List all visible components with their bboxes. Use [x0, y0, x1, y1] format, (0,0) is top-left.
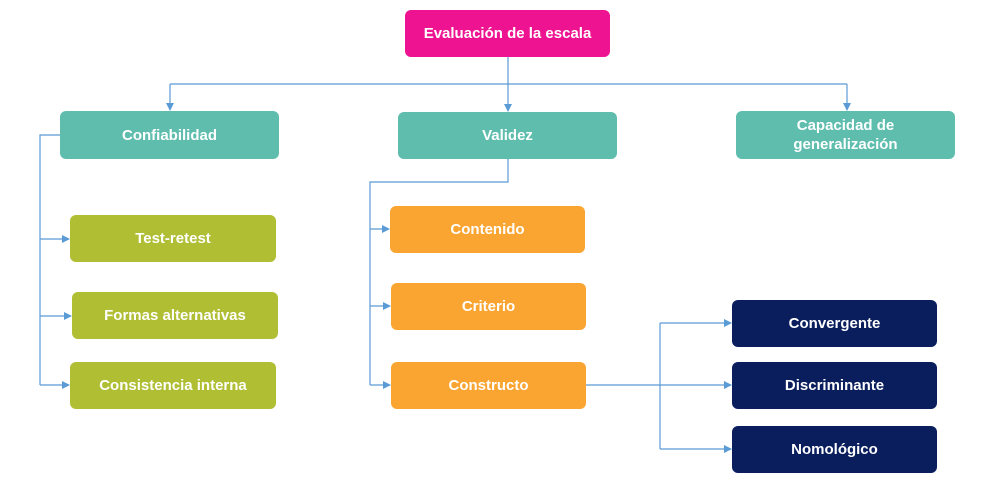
- nomologico-label: Nomológico: [791, 441, 878, 458]
- test-retest-node: Test-retest: [70, 215, 276, 262]
- constructo-label: Constructo: [448, 377, 529, 394]
- confiabilidad-label: Confiabilidad: [122, 126, 217, 144]
- formas-alternativas-node: Formas alternativas: [72, 292, 278, 339]
- nomologico-node: Nomológico: [732, 426, 937, 473]
- constructo-node: Constructo: [391, 362, 586, 409]
- generalizacion-node: Capacidad de generalización: [736, 111, 955, 159]
- discriminante-label: Discriminante: [784, 377, 885, 394]
- criterio-label: Criterio: [461, 298, 516, 315]
- validez-node: Validez: [398, 112, 617, 159]
- contenido-node: Contenido: [390, 206, 585, 253]
- convergente-label: Convergente: [788, 315, 881, 332]
- contenido-label: Contenido: [450, 221, 525, 238]
- connector-confiabilidad-trunk: [39, 134, 60, 385]
- convergente-node: Convergente: [732, 300, 937, 347]
- connector-validez-trunk: [369, 158, 509, 385]
- discriminante-node: Discriminante: [732, 362, 937, 409]
- confiabilidad-node: Confiabilidad: [60, 111, 279, 159]
- root-label: Evaluación de la escala: [423, 25, 592, 42]
- test-retest-label: Test-retest: [135, 230, 211, 247]
- criterio-node: Criterio: [391, 283, 586, 330]
- generalizacion-label: Capacidad de generalización: [793, 117, 898, 153]
- root-node: Evaluación de la escala: [405, 10, 610, 57]
- consistencia-interna-node: Consistencia interna: [70, 362, 276, 409]
- consistencia-interna-label: Consistencia interna: [99, 377, 247, 394]
- validez-label: Validez: [482, 127, 533, 144]
- formas-alternativas-label: Formas alternativas: [104, 307, 246, 324]
